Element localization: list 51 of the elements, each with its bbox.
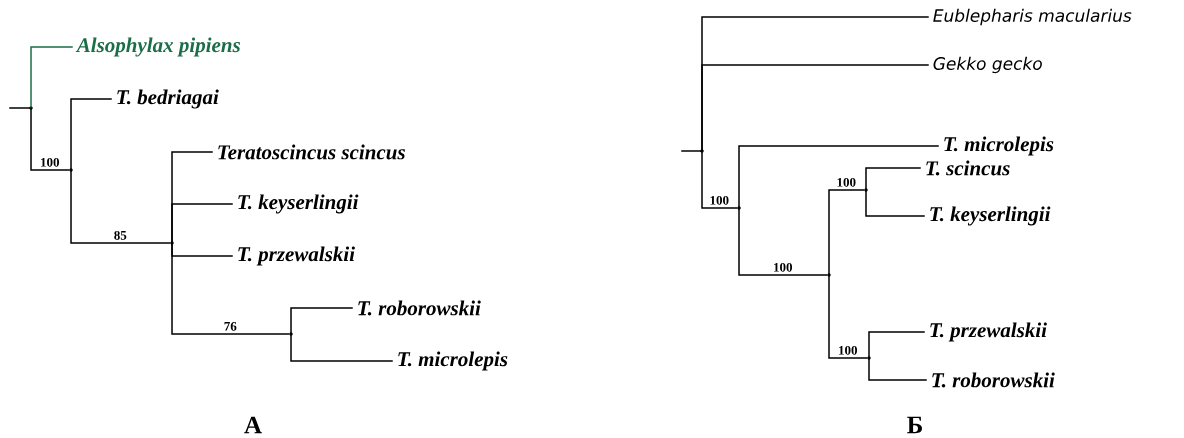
- species-label: T. scincus: [926, 160, 1010, 176]
- species-label: Alsophylax pipiens: [75, 37, 241, 57]
- bootstrap-value: 100: [772, 261, 794, 273]
- root-branch: [681, 150, 703, 152]
- tree-branch: [290, 333, 393, 362]
- bootstrap-value: 100: [837, 344, 859, 356]
- tree-branch: [828, 189, 865, 276]
- tree-branch: [868, 357, 927, 381]
- tree-branch: [30, 107, 70, 171]
- root-branch: [9, 107, 32, 109]
- bootstrap-value: 85: [112, 229, 128, 241]
- branch-point: [737, 206, 741, 210]
- tree-branch: [701, 150, 738, 209]
- branch-point: [827, 273, 831, 277]
- species-label: Gekko gecko: [933, 56, 1042, 74]
- species-label: T. roborowskii: [932, 372, 1055, 388]
- branch-point: [170, 241, 174, 245]
- branch-point: [29, 106, 33, 110]
- tree-branch: [865, 167, 921, 191]
- species-label: T. przewalskii: [930, 322, 1047, 342]
- species-label: Teratoscincus scincus: [218, 144, 405, 160]
- tree-branch: [70, 98, 112, 171]
- species-label: Eublepharis macularius: [933, 8, 1132, 26]
- tree-branch: [828, 274, 868, 359]
- species-label: T. przewalskii: [238, 246, 355, 266]
- branch-point: [69, 168, 73, 172]
- bootstrap-value: 76: [222, 321, 238, 332]
- panel-letter: А: [244, 416, 262, 434]
- tree-branch: [868, 331, 925, 359]
- species-label: T. roborowskii: [358, 300, 481, 316]
- tree-branch: [171, 203, 233, 244]
- tree-branch: [290, 307, 353, 335]
- bootstrap-value: 100: [708, 194, 731, 206]
- species-label: T. microlepis: [398, 351, 508, 371]
- species-label: T. keyserlingii: [930, 206, 1051, 226]
- bootstrap-value: 100: [835, 176, 858, 188]
- tree-branch: [738, 207, 828, 276]
- species-label: T. bedriagai: [117, 89, 219, 109]
- tree-branch: [738, 145, 939, 209]
- species-label: T. microlepis: [944, 136, 1054, 156]
- branch-point: [867, 356, 871, 360]
- branch-point: [289, 332, 293, 336]
- bootstrap-value: 100: [39, 156, 61, 168]
- tree-branch: [865, 189, 925, 217]
- tree-branch: [70, 169, 171, 244]
- species-label: T. keyserlingii: [238, 194, 359, 214]
- panel-letter: Б: [907, 416, 922, 434]
- branch-point: [864, 188, 868, 192]
- tree-branch: [701, 64, 929, 152]
- tree-branch: [171, 242, 290, 335]
- tree-branch: [30, 46, 73, 109]
